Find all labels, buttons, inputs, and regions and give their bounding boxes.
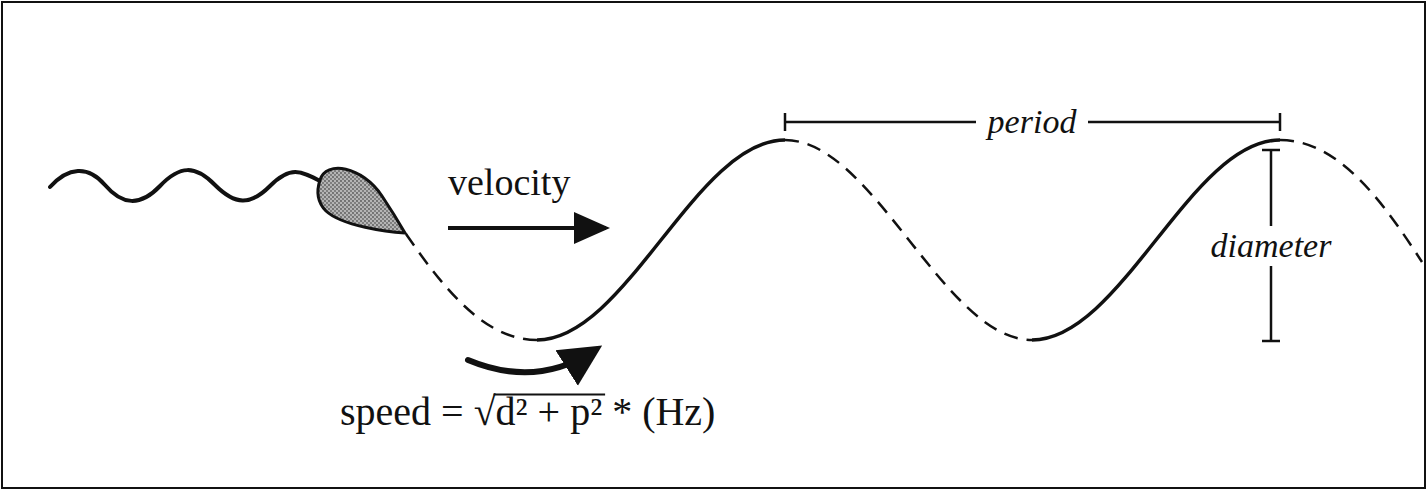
helix-front-segment [537, 140, 785, 340]
period-label: period [976, 102, 1089, 143]
velocity-arrow [448, 226, 606, 230]
speed-arrow [468, 352, 592, 372]
diameter-bracket-tick [1262, 340, 1280, 343]
helix-back-segment [785, 140, 1032, 340]
period-bracket-tick [1279, 113, 1282, 131]
helix-back-segment [406, 234, 537, 340]
speed-formula: speed = √d² + p² * (Hz) [340, 388, 715, 436]
velocity-label: velocity [448, 160, 570, 206]
period-bracket-tick [784, 113, 787, 131]
diameter-label: diameter [1199, 226, 1344, 267]
sperm-head [318, 168, 405, 233]
diameter-bracket-tick [1262, 149, 1280, 152]
sperm-tail [50, 170, 322, 201]
